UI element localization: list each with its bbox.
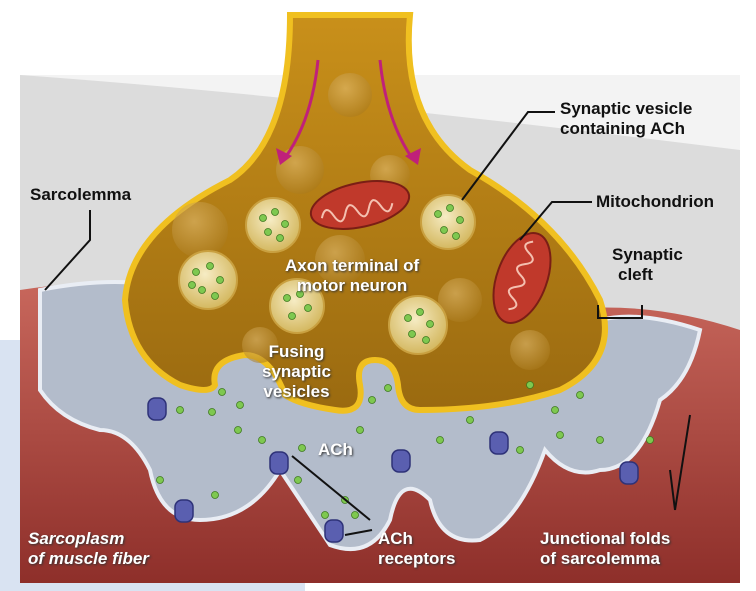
label-junctional-folds-line2: of sarcolemma — [540, 549, 670, 569]
label-ach-receptors-line2: receptors — [378, 549, 455, 569]
label-fusing-vesicles-line1: Fusing — [262, 342, 331, 362]
label-sarcoplasm-line1: Sarcoplasm — [28, 529, 149, 549]
label-ach: ACh — [318, 440, 353, 460]
receptor — [620, 462, 638, 484]
label-junctional-folds-line1: Junctional folds — [540, 529, 670, 549]
vesicle — [246, 198, 300, 252]
label-axon-terminal-line2: motor neuron — [285, 276, 419, 296]
label-sarcolemma: Sarcolemma — [30, 185, 131, 205]
receptor — [392, 450, 410, 472]
label-ach-receptors-line1: ACh — [378, 529, 455, 549]
label-synaptic-cleft-line1: Synaptic — [612, 245, 683, 265]
label-fusing-vesicles-line2: synaptic — [262, 362, 331, 382]
label-synaptic-vesicle-line1: Synaptic vesicle — [560, 99, 692, 119]
label-sarcoplasm-line2: of muscle fiber — [28, 549, 149, 569]
label-axon-terminal-line1: Axon terminal of — [285, 256, 419, 276]
label-synaptic-cleft: Synaptic cleft — [612, 245, 683, 285]
receptor — [270, 452, 288, 474]
label-synaptic-cleft-line2: cleft — [612, 265, 683, 285]
vesicle — [389, 296, 447, 354]
label-fusing-vesicles-line3: vesicles — [262, 382, 331, 402]
label-synaptic-vesicle: Synaptic vesicle containing ACh — [560, 99, 692, 139]
label-ach-receptors: ACh receptors — [378, 529, 455, 569]
label-mitochondrion: Mitochondrion — [596, 192, 714, 212]
label-axon-terminal: Axon terminal of motor neuron — [285, 256, 419, 296]
label-fusing-vesicles: Fusing synaptic vesicles — [262, 342, 331, 402]
label-sarcoplasm: Sarcoplasm of muscle fiber — [28, 529, 149, 569]
receptor — [490, 432, 508, 454]
vesicle — [421, 195, 475, 249]
receptor — [325, 520, 343, 542]
vesicle — [179, 251, 237, 309]
receptor — [148, 398, 166, 420]
label-junctional-folds: Junctional folds of sarcolemma — [540, 529, 670, 569]
label-synaptic-vesicle-line2: containing ACh — [560, 119, 692, 139]
receptor — [175, 500, 193, 522]
